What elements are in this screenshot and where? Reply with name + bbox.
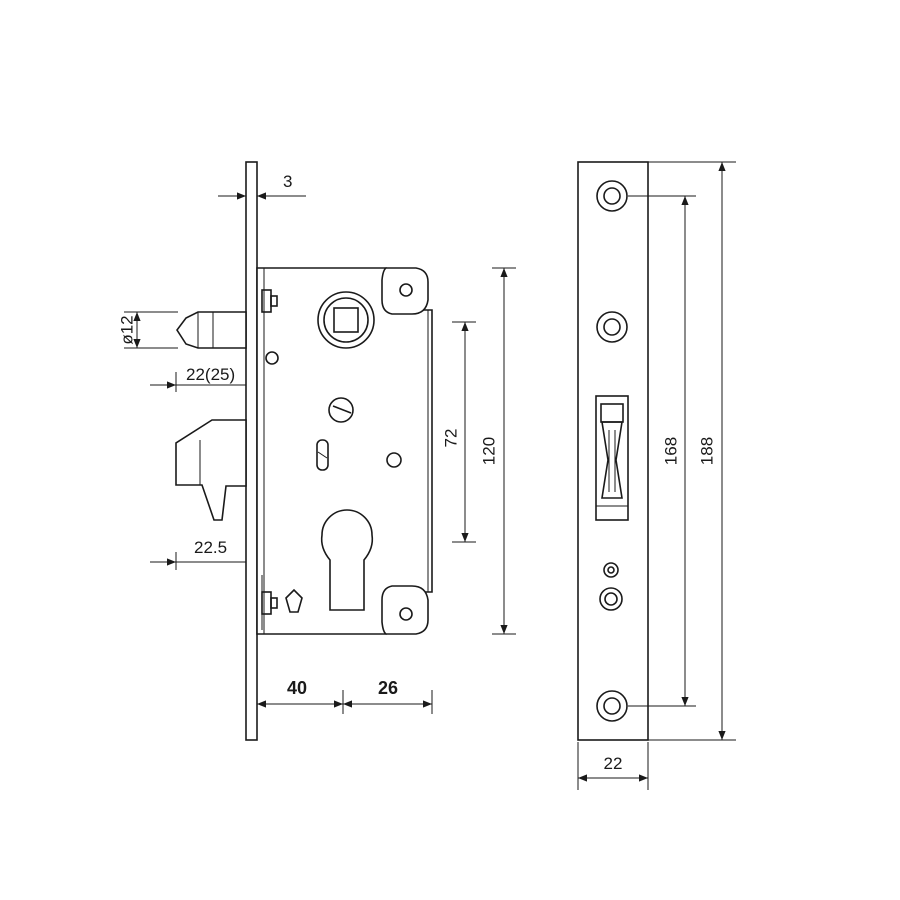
dimension-case-height: 120 xyxy=(479,267,516,635)
top-corner-rivet xyxy=(381,267,429,315)
label-case-height: 120 xyxy=(479,437,498,465)
label-bolt-diameter: ø12 xyxy=(117,315,136,344)
label-hook-projection: 22.5 xyxy=(194,538,227,557)
lock-case xyxy=(256,267,433,635)
label-screw-spacing: 168 xyxy=(661,437,680,465)
screw-hole-upper xyxy=(596,311,628,343)
dimension-faceplate-thickness: 3 xyxy=(218,162,306,200)
bottom-corner-rivet xyxy=(381,585,429,635)
spindle-square xyxy=(333,307,359,333)
label-faceplate-width: 22 xyxy=(604,754,623,773)
front-view: 22 168 188 xyxy=(577,161,736,790)
label-spindle-to-cylinder: 72 xyxy=(441,429,460,448)
latch-bolt xyxy=(176,311,247,349)
lever-slot xyxy=(316,439,329,471)
case-hole xyxy=(386,452,402,468)
indicator-holes xyxy=(599,562,623,611)
label-faceplate-thickness: 3 xyxy=(283,172,292,191)
screw-hole-top xyxy=(596,180,628,212)
spindle-hub xyxy=(317,291,375,349)
label-faceplate-length: 188 xyxy=(697,437,716,465)
hook-bolt-window xyxy=(595,395,629,521)
faceplate-side xyxy=(245,161,258,741)
cylinder-cutout xyxy=(320,509,374,611)
faceplate-front xyxy=(577,161,649,741)
dimension-faceplate-length: 188 xyxy=(648,161,736,741)
dimension-backset: 40 xyxy=(257,678,433,714)
dimension-faceplate-width: 22 xyxy=(577,742,649,790)
side-view: 3 ø12 22(25) 22.5 xyxy=(117,161,516,741)
label-bolt-projection: 22(25) xyxy=(186,365,235,384)
hook-bolt xyxy=(175,419,247,521)
dimension-spindle-to-cylinder: 72 xyxy=(441,321,476,543)
label-cylinder-offset: 26 xyxy=(378,678,398,698)
dimension-screw-spacing: 168 xyxy=(628,195,696,707)
label-backset: 40 xyxy=(287,678,307,698)
screw-hole-bottom xyxy=(596,690,628,722)
dimension-hook-projection: 22.5 xyxy=(150,538,246,570)
slotted-screw xyxy=(328,397,354,423)
dimension-bolt-projection: 22(25) xyxy=(150,365,246,392)
dimension-bolt-diameter: ø12 xyxy=(117,311,178,349)
case-hole xyxy=(265,351,279,365)
dimension-cylinder-offset: 26 xyxy=(343,678,432,708)
